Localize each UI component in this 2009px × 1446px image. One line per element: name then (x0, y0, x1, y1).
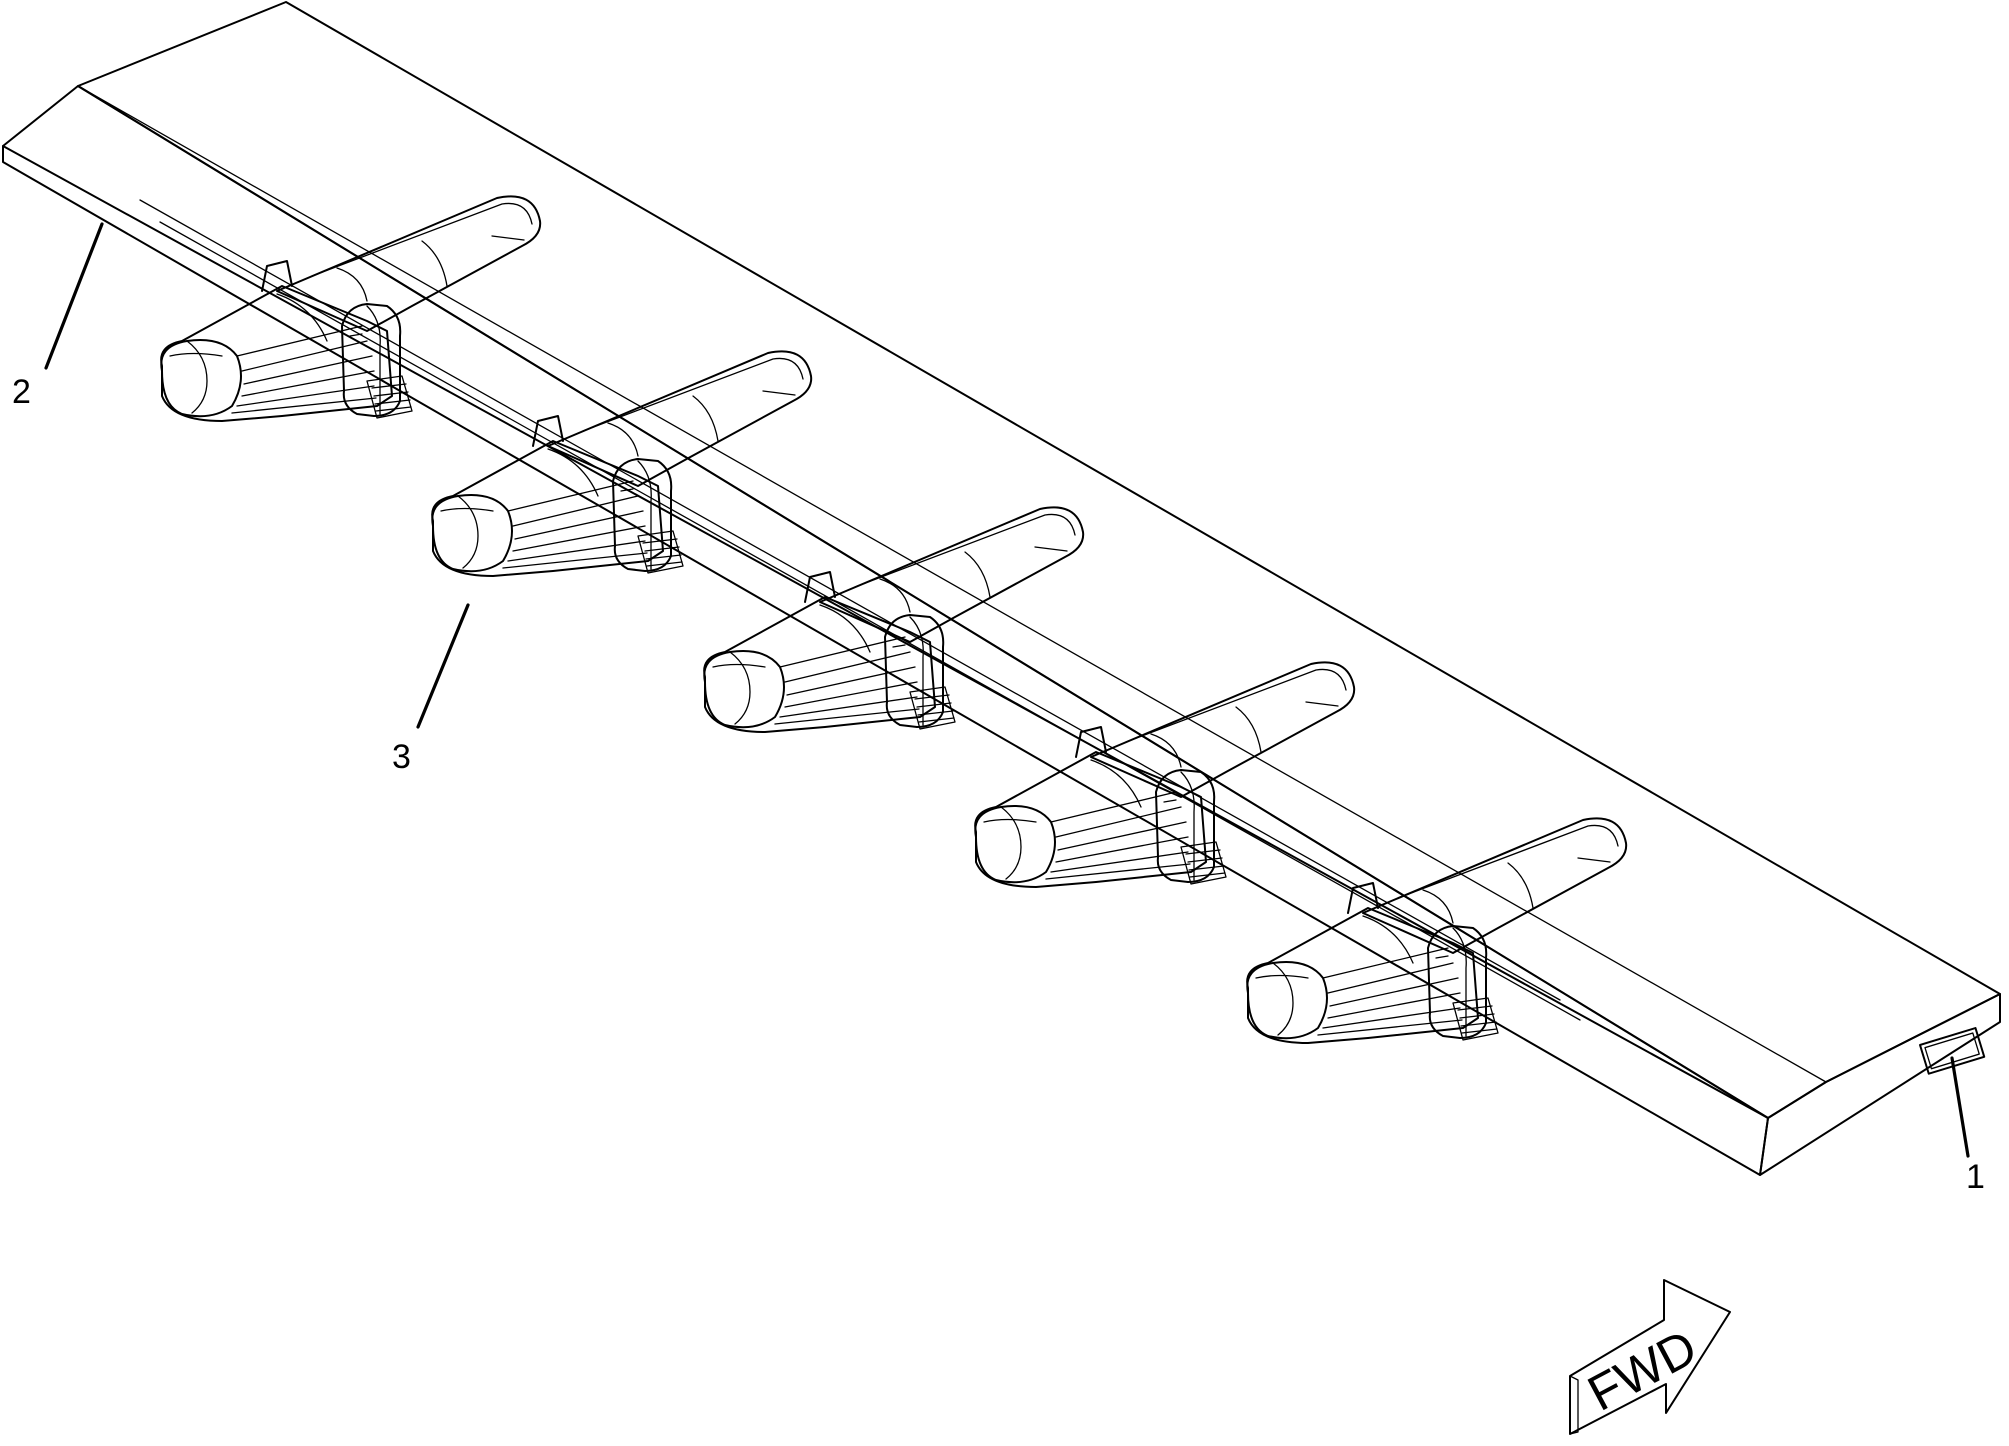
bucket-tooth-2 (431, 350, 813, 577)
cutting-edge-plate (2, 1, 2001, 1176)
forward-direction-arrow: FWD (1569, 1279, 1731, 1435)
callout-3-leader (416, 603, 470, 729)
fwd-label: FWD (1579, 1319, 1706, 1422)
callout-3-label: 3 (392, 738, 411, 776)
callout-2-leader (44, 222, 104, 370)
callout-1-leader (1950, 1056, 1970, 1158)
callout-2-label: 2 (12, 373, 31, 411)
bucket-tooth-3 (703, 506, 1085, 733)
callout-1-label: 1 (1966, 1158, 1985, 1196)
bucket-tooth-4 (974, 661, 1356, 888)
bucket-tooth-1 (160, 195, 542, 422)
